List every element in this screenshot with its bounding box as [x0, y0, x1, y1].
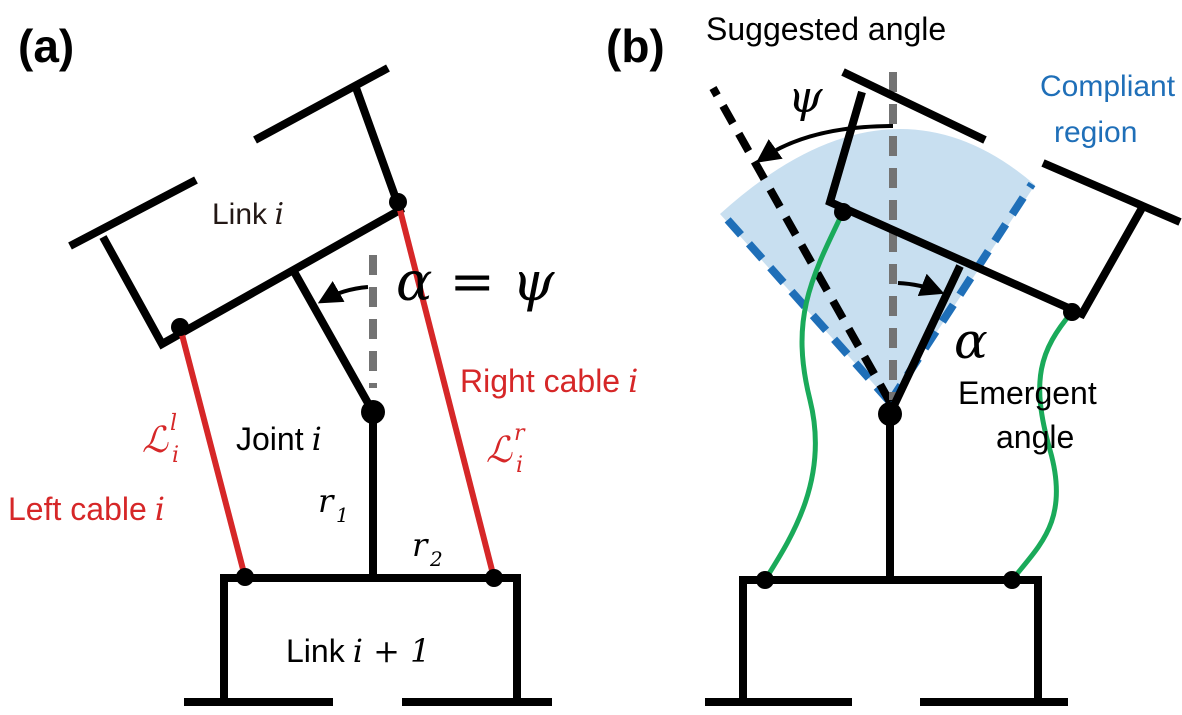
left-green-bottom-anchor	[756, 571, 774, 589]
joint-dot-b	[878, 402, 902, 426]
svg-text:i: i	[172, 443, 179, 468]
svg-text:l: l	[170, 411, 177, 436]
upper-link-shape	[825, 68, 1182, 416]
compliant-label-line2: region	[1054, 116, 1137, 149]
right-cable	[395, 201, 497, 579]
emergent-label-line1: Emergent	[958, 375, 1097, 411]
lower-link-body	[739, 576, 1042, 700]
svg-text:2: 2	[429, 547, 443, 571]
left-green-cable	[762, 210, 846, 582]
alpha-arrow	[897, 273, 945, 297]
svg-text:i: i	[516, 453, 523, 478]
left-cable-top-anchor	[171, 318, 189, 336]
joint-dot	[361, 400, 385, 424]
svg-text:r: r	[412, 526, 429, 564]
L-right-symbol: ℒ r i	[486, 421, 526, 478]
right-cable-top-anchor	[389, 193, 407, 211]
right-cable-bottom-anchor	[485, 569, 503, 587]
left-cable-bottom-anchor	[236, 568, 254, 586]
r1-label: r 1	[318, 482, 349, 527]
panel-a-tag: (a)	[18, 20, 74, 72]
link-i1-label: Link i + 1	[286, 632, 430, 670]
link-i-left-flange	[68, 176, 198, 250]
link-i-right-flange	[253, 64, 390, 144]
left-green-top-anchor	[834, 203, 852, 221]
right-cable-label: Right cable i	[460, 362, 638, 400]
alpha-label: α	[954, 312, 988, 370]
link-i1-body	[220, 574, 521, 700]
panel-b-tag: (b)	[606, 20, 665, 72]
right-green-bottom-anchor	[1003, 571, 1021, 589]
upper-link-left-flange	[841, 68, 987, 144]
right-green-top-anchor	[1063, 303, 1081, 321]
link-i1-shape	[184, 574, 552, 706]
svg-text:ℒ: ℒ	[486, 430, 513, 471]
svg-text:r: r	[318, 482, 335, 520]
alpha-arc-arrow	[317, 281, 369, 304]
compliant-region-fill	[720, 128, 1035, 403]
lower-link-shape	[705, 576, 1068, 706]
r2-label: r 2	[412, 526, 443, 571]
compliant-left-edge	[723, 215, 893, 405]
emergent-label-line2: angle	[996, 419, 1074, 455]
panel-b: (b) Suggested angle	[606, 11, 1182, 706]
upper-link-strut	[886, 264, 964, 416]
psi-label: ψ	[788, 72, 823, 123]
compliant-label-line1: Compliant	[1040, 70, 1176, 103]
link-i-strut	[288, 266, 377, 414]
link-i-body	[99, 83, 405, 350]
svg-text:r: r	[514, 421, 526, 446]
psi-arrow	[756, 124, 894, 163]
upper-link-right-flange	[1041, 159, 1182, 226]
L-left-symbol: ℒ l i	[142, 411, 179, 468]
right-green-cable	[1010, 310, 1074, 582]
left-cable-label: Left cable i	[8, 490, 165, 528]
panel-a: (a) Link i α = ψ Rig	[8, 20, 638, 706]
left-cable	[177, 326, 248, 578]
alpha-equals-psi: α = ψ	[396, 250, 555, 313]
svg-text:1: 1	[336, 503, 349, 527]
link-i-label: Link i	[212, 197, 284, 232]
joint-label: Joint i	[236, 420, 322, 458]
link-i-shape	[68, 64, 405, 414]
suggested-angle-line	[709, 86, 894, 404]
svg-text:ℒ: ℒ	[142, 420, 169, 461]
upper-link-body	[825, 90, 1146, 320]
suggested-angle-label: Suggested angle	[706, 11, 946, 47]
